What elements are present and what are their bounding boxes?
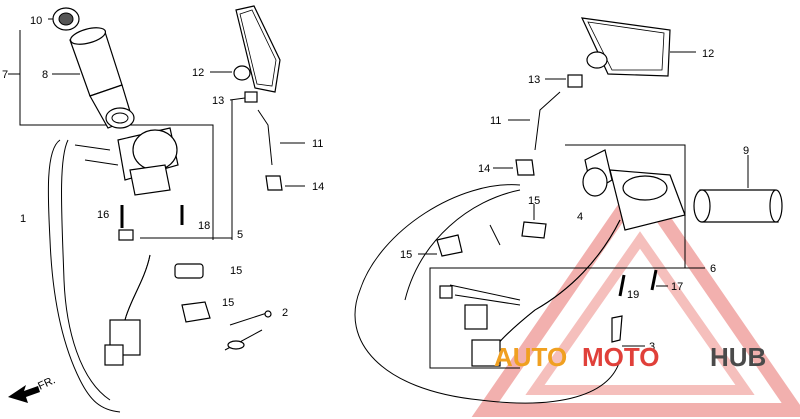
callout-17: 17 (671, 281, 683, 293)
watermark-text: AUTO MOTO HUB (494, 342, 766, 372)
grip-part-right (693, 189, 783, 223)
callout-15-right-b: 15 (400, 249, 412, 261)
callout-2: 2 (282, 307, 288, 319)
mirror-left (233, 5, 283, 191)
watermark-moto: MOTO (582, 342, 660, 372)
callout-5: 5 (237, 229, 243, 241)
callout-4: 4 (577, 211, 583, 223)
callout-15-right-a: 15 (528, 195, 540, 207)
callout-14-right: 14 (478, 163, 490, 175)
callout-13-left: 13 (212, 95, 224, 107)
callout-12-right: 12 (702, 48, 714, 60)
cable-clamp-right-a (436, 234, 463, 257)
callout-11-left: 11 (312, 138, 323, 150)
callout-9: 9 (743, 145, 749, 157)
cable-clamp-right-b (521, 221, 547, 239)
callout-3: 3 (649, 341, 655, 353)
end-weight-part (52, 7, 80, 31)
callout-15-left-b: 15 (222, 297, 234, 309)
cable-clamp-left-a (174, 263, 204, 279)
callout-18: 18 (198, 220, 210, 232)
connector-right (464, 304, 488, 330)
switch-housing-right (582, 149, 686, 231)
callout-19: 19 (627, 289, 639, 301)
callout-16: 16 (97, 209, 109, 221)
watermark-logo (471, 172, 800, 417)
callout-15-left-a: 15 (230, 265, 242, 277)
callout-10: 10 (30, 15, 42, 27)
callout-12-left: 12 (192, 67, 204, 79)
cable-clamp-left-b (181, 301, 211, 323)
switch-housing-left (117, 127, 179, 196)
callout-13-right: 13 (528, 74, 540, 86)
mirror-right (515, 17, 671, 176)
grip-part-left (69, 27, 135, 129)
fr-label: FR. (36, 374, 57, 392)
callout-8: 8 (42, 69, 48, 81)
callout-7: 7 (2, 69, 8, 81)
callout-11-right: 11 (490, 115, 501, 127)
watermark-hub: HUB (710, 342, 766, 372)
callout-1: 1 (20, 213, 26, 225)
watermark-auto: AUTO (494, 342, 567, 372)
callout-6: 6 (710, 263, 716, 275)
front-direction-arrow (8, 385, 40, 403)
callout-14-left: 14 (312, 181, 324, 193)
